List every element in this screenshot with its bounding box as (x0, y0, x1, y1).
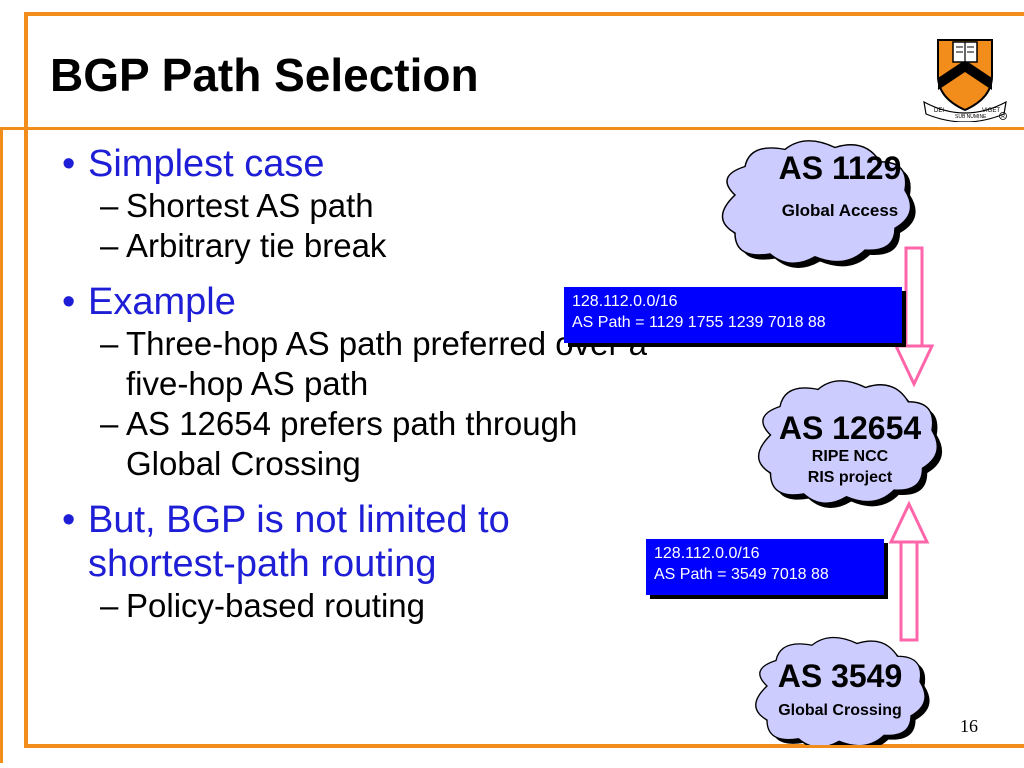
arrow-down-icon (893, 246, 935, 388)
arrow-up-icon (888, 500, 930, 642)
sub-bullet-as12654-prefers: –AS 12654 prefers path through Global Cr… (100, 405, 578, 482)
sub-bullet-tie-break: –Arbitrary tie break (100, 227, 387, 264)
frame-top-border (24, 12, 1024, 16)
logo-motto-right: VIGET (982, 108, 1000, 114)
route-box-as3549: 128.112.0.0/16 AS Path = 3549 7018 88 (646, 539, 884, 595)
as-description-line2: RIS project (807, 469, 893, 486)
sub-bullet-policy-routing: –Policy-based routing (100, 587, 425, 624)
as-description-line1: RIPE NCC (811, 448, 889, 465)
cloud-label-as12654: AS 12654 RIPE NCC RIS project (745, 412, 955, 488)
route-box-as1129: 128.112.0.0/16 AS Path = 1129 1755 1239 … (564, 287, 902, 343)
bullet-example: •Example (62, 281, 236, 323)
bullet-list: •Simplest case –Shortest AS path –Arbitr… (56, 142, 656, 626)
as-path-diagram: AS 1129 Global Access AS 12654 RIPE NCC … (560, 130, 980, 745)
bullet-not-limited: •But, BGP is not limited to shortest-pat… (62, 499, 510, 585)
route-prefix: 128.112.0.0/16 (572, 293, 678, 310)
cloud-label-as1129: AS 1129 Global Access (720, 152, 960, 221)
logo-motto-left: DEI (934, 108, 944, 114)
as-number: AS 1129 (778, 150, 902, 186)
frame-left-border (24, 12, 28, 748)
route-as-path: AS Path = 3549 7018 88 (654, 566, 829, 583)
svg-text:R: R (1001, 114, 1005, 120)
page-number: 16 (960, 716, 978, 736)
princeton-shield-icon: DEI SUB NUMINE VIGET R (923, 39, 1007, 122)
cloud-label-as3549: AS 3549 Global Crossing (740, 660, 940, 721)
as-description: Global Crossing (778, 702, 902, 719)
route-prefix: 128.112.0.0/16 (654, 545, 760, 562)
frame-edge-tab (0, 127, 3, 763)
bullet-simplest-case: •Simplest case (62, 143, 325, 185)
as-number: AS 12654 (778, 410, 922, 446)
sub-bullet-shortest-path: –Shortest AS path (100, 187, 374, 224)
as-description: Global Access (781, 201, 899, 220)
frame-bottom-border (24, 744, 1024, 748)
route-as-path: AS Path = 1129 1755 1239 7018 88 (572, 314, 826, 331)
logo-motto-center: SUB NUMINE (955, 114, 987, 120)
sub-bullet-three-hop: –Three-hop AS path preferred over a five… (100, 325, 647, 402)
title-divider (0, 127, 1024, 130)
as-number: AS 3549 (777, 658, 903, 694)
slide-title: BGP Path Selection (50, 49, 479, 101)
